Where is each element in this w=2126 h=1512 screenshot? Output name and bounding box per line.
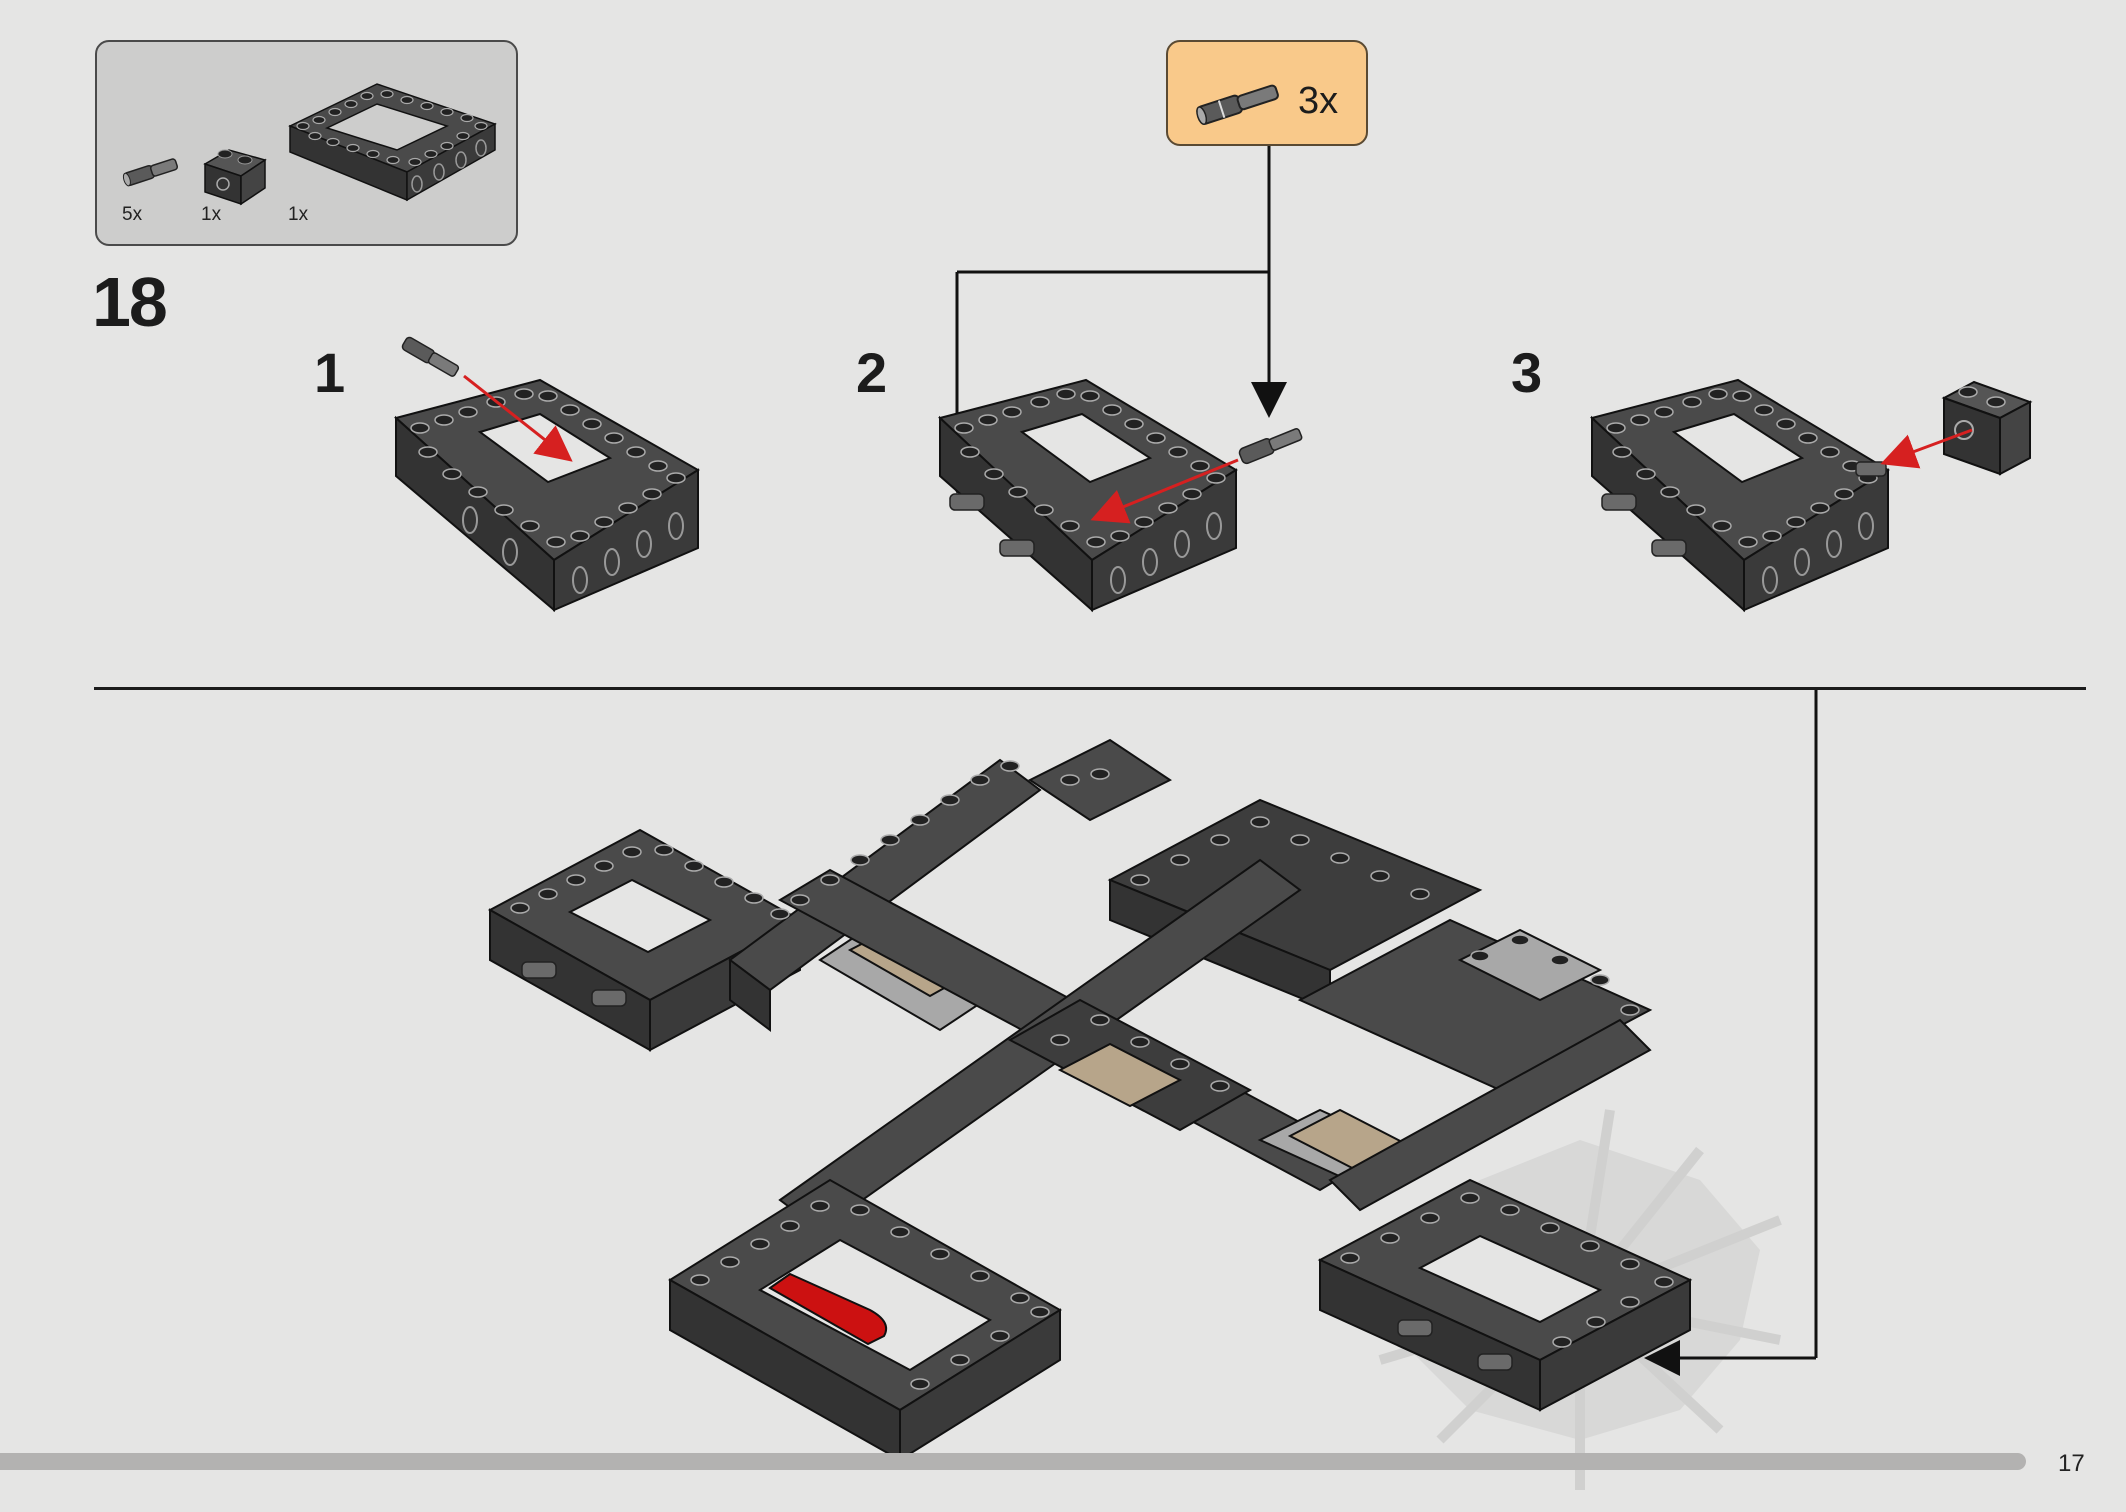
assembly-studs (510, 760, 1674, 1390)
sub-step-3-number: 3 (1511, 341, 1543, 404)
sub-step-1-number: 1 (314, 341, 346, 404)
callout-connector-arrows (939, 146, 1287, 494)
highlight-rays (1378, 1109, 1782, 1490)
main-assembly-illustration (487, 738, 1782, 1490)
callout-box: 3x (1166, 40, 1368, 146)
red-highlight-part (768, 1272, 888, 1346)
step-number: 18 (92, 263, 168, 341)
sub-step-1-illustration (393, 336, 700, 613)
axle-pin-icon (1196, 84, 1279, 126)
highlight-starburst (1400, 1140, 1760, 1440)
sub-step-3-illustration (1589, 378, 2033, 613)
page-progress-bar (0, 1453, 2026, 1470)
parts-list-box: 5x 1x 1x (95, 40, 518, 246)
sub-step-2-number: 2 (856, 341, 888, 404)
parts-qty-frame: 1x (288, 204, 309, 225)
axle-pin-icon (122, 158, 179, 187)
assembly-connector-arrow (1644, 690, 1818, 1376)
technic-brick-1x1-icon (203, 149, 267, 206)
section-divider (94, 687, 2086, 690)
sub-step-2-illustration (937, 378, 1303, 613)
parts-qty-brick: 1x (201, 204, 222, 225)
callout-quantity: 3x (1298, 80, 1339, 122)
parts-list-illustration (122, 83, 497, 206)
parts-qty-axle-pin: 5x (122, 204, 143, 225)
technic-frame-5x7-icon (288, 83, 497, 202)
page-number: 17 (2058, 1450, 2085, 1477)
